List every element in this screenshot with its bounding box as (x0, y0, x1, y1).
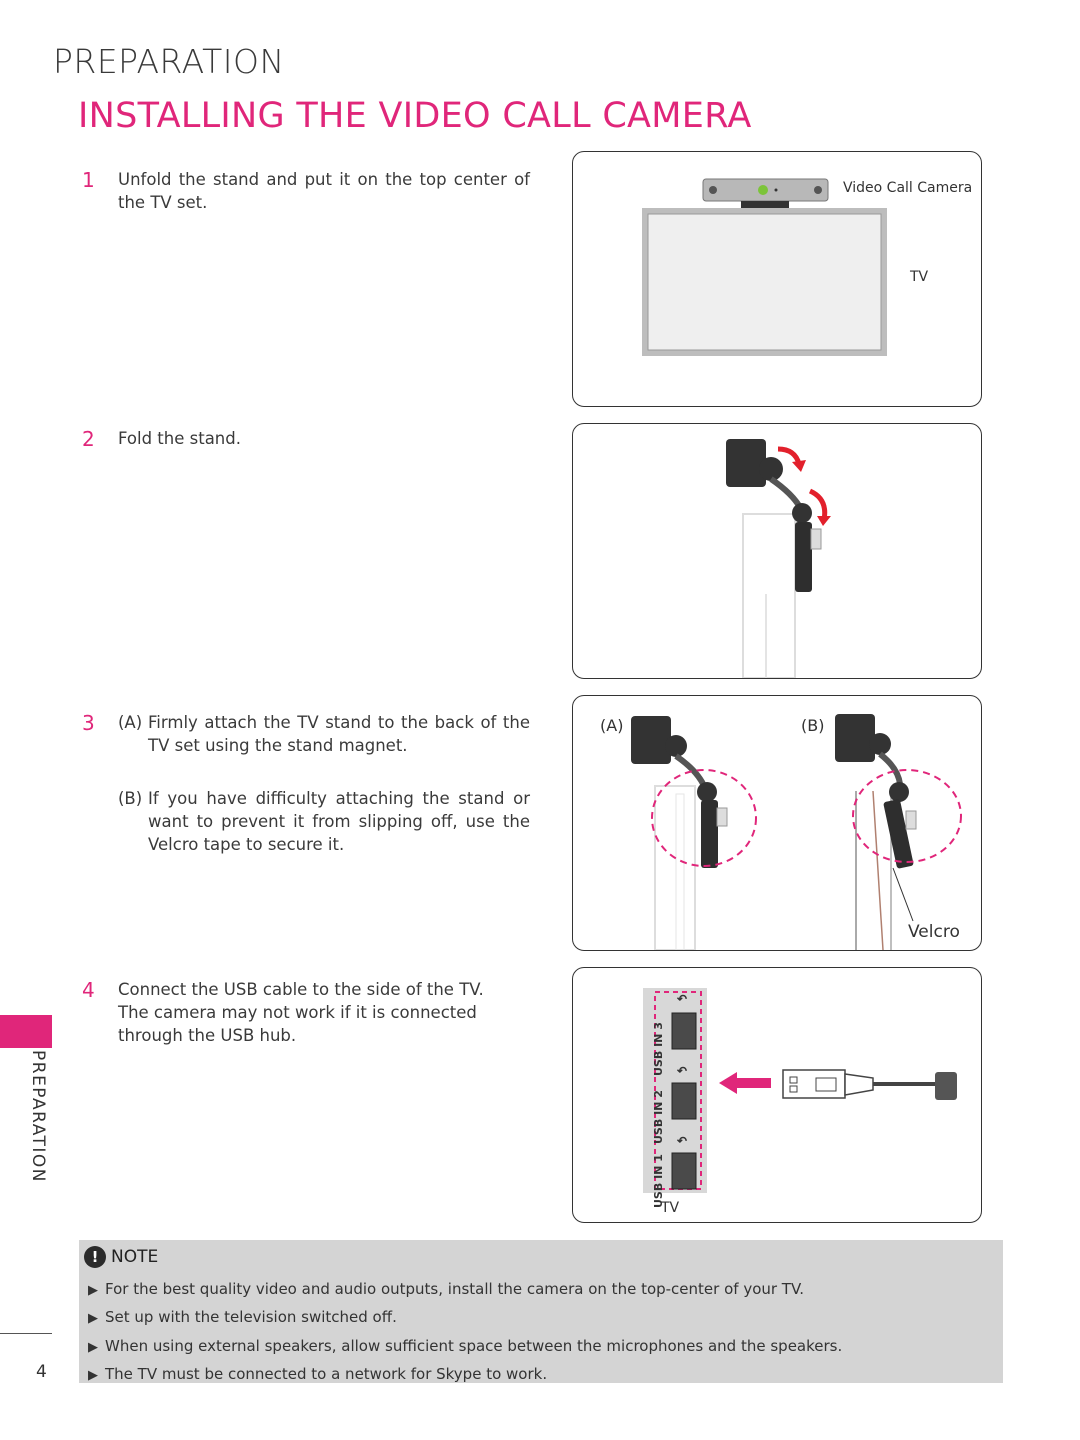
side-section-label: PREPARATION (28, 1050, 48, 1184)
step-3a-text: Firmly attach the TV stand to the back o… (148, 713, 530, 755)
page-number: 4 (36, 1362, 47, 1382)
usb-connection-illustration: ↶ ↶ ↶ (643, 988, 957, 1193)
page-title: INSTALLING THE VIDEO CALL CAMERA (78, 96, 752, 136)
figure-label-a: (A) (600, 716, 624, 735)
tv-camera-illustration (642, 178, 887, 356)
bullet-triangle-icon: ▶ (88, 1367, 98, 1383)
usb-in-1-label: USB IN 1 (652, 1154, 665, 1208)
exclamation-icon: ! (84, 1246, 106, 1268)
tv-label: TV (910, 269, 929, 285)
note-item: ▶When using external speakers, allow suf… (88, 1333, 842, 1361)
svg-text:↶: ↶ (676, 1064, 687, 1078)
usb-in-3-label: USB IN 3 (652, 1022, 665, 1076)
svg-text:↶: ↶ (676, 1134, 687, 1148)
note-item: ▶The TV must be connected to a network f… (88, 1361, 842, 1389)
section-tab (0, 1015, 52, 1048)
figure-usb-connection: ↶ ↶ ↶ USB IN 3 USB IN 2 USB IN 1 TV (572, 967, 982, 1223)
usb-in-2-label: USB IN 2 (652, 1090, 665, 1144)
velcro-label: Velcro (908, 922, 960, 942)
bullet-triangle-icon: ▶ (88, 1283, 98, 1298)
note-item: ▶Set up with the television switched off… (88, 1304, 842, 1332)
figure-attach-stand: (A) (B) Velcro (572, 695, 982, 951)
step-3b: (B) If you have difficulty attaching the… (118, 787, 530, 856)
usb-tv-label: TV (661, 1200, 680, 1216)
fold-stand-illustration (726, 439, 831, 678)
figure-label-b: (B) (801, 716, 825, 735)
step-2-number: 2 (82, 427, 95, 451)
note-item: ▶For the best quality video and audio ou… (88, 1276, 842, 1304)
video-call-camera-label: Video Call Camera (843, 180, 973, 196)
step-3b-text: If you have difficulty attaching the sta… (148, 789, 530, 854)
step-3b-label: (B) (118, 789, 143, 808)
step-1-text: Unfold the stand and put it on the top c… (118, 170, 530, 212)
step-2-text: Fold the stand. (118, 429, 241, 448)
step-3a-label: (A) (118, 713, 143, 732)
bullet-triangle-icon: ▶ (88, 1311, 98, 1327)
section-header: PREPARATION (53, 42, 285, 81)
side-divider (0, 1333, 52, 1334)
note-list: ▶For the best quality video and audio ou… (88, 1276, 842, 1389)
figure-camera-on-tv: Video Call Camera TV (572, 151, 982, 407)
svg-text:↶: ↶ (676, 992, 687, 1006)
step-1-number: 1 (82, 168, 95, 192)
bullet-triangle-icon: ▶ (88, 1339, 98, 1355)
figure-fold-stand (572, 423, 982, 679)
step-4-number: 4 (82, 978, 95, 1002)
step-4-text: Connect the USB cable to the side of the… (118, 980, 484, 1045)
note-box (79, 1240, 1003, 1383)
step-3a: (A) Firmly attach the TV stand to the ba… (118, 711, 530, 757)
step-3-number: 3 (82, 711, 95, 735)
attach-stand-illustration (631, 714, 962, 950)
note-title: NOTE (111, 1247, 159, 1267)
